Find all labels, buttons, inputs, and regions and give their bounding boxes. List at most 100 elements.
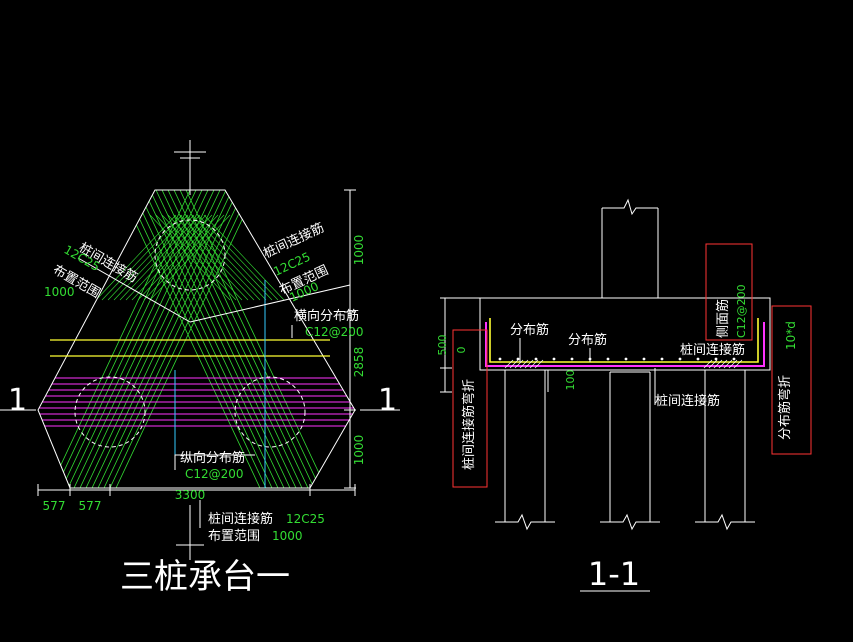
dim-top: 1000: [352, 235, 366, 266]
plan-title: 三桩承台一: [120, 557, 290, 597]
hatch-line: [713, 359, 723, 369]
rebar-dot: [678, 357, 682, 361]
hatch-line: [179, 214, 261, 301]
rebar-dot: [696, 357, 700, 361]
rebar-dot: [516, 357, 520, 361]
tie-bar-line: [49, 190, 191, 488]
tie-bar-line: [119, 190, 261, 488]
dim-left-a: 577: [43, 499, 66, 513]
dist-label-1: 分布筋: [510, 322, 549, 338]
tie-bar-line: [67, 190, 209, 488]
leader-long: [174, 454, 255, 470]
section-dots: [498, 357, 736, 361]
dist-label-2: 分布筋: [568, 332, 607, 348]
hatch-line: [703, 359, 713, 369]
long-name: 纵向分布筋: [180, 450, 245, 466]
tie-bar-line: [125, 190, 267, 488]
dim-zero: 0: [455, 347, 468, 354]
plan-view: 1 1 桩间连接筋 12C25 布置范围 1000 桩间连接筋 12C25 布置…: [0, 140, 400, 597]
hatch-line: [131, 214, 213, 301]
tie-bar-line: [61, 190, 203, 488]
tie-bar-line: [143, 190, 285, 488]
pile-left: [74, 376, 146, 448]
hatch-line: [167, 214, 249, 301]
dim-height: 500: [436, 335, 449, 356]
section-marker-left: 1: [8, 383, 27, 418]
hatch-line: [728, 359, 738, 369]
column-break: [602, 198, 658, 216]
tie-bar-line: [73, 190, 215, 488]
bend-left-label: 桩间连接筋弯折: [461, 379, 477, 470]
section-marker-right: 1: [378, 383, 397, 418]
dim-width: 3300: [175, 488, 206, 502]
tie-bottom-range-val: 1000: [272, 529, 303, 543]
hatch-line: [534, 359, 544, 369]
tie-bar-line: [161, 190, 303, 488]
hatch-line: [161, 214, 243, 301]
hatch-line: [203, 214, 285, 301]
pile-top: [154, 219, 226, 291]
rebar-dot: [606, 357, 610, 361]
hatch-line: [137, 214, 219, 301]
horiz-name: 横向分布筋: [294, 308, 359, 324]
tie-bar-line: [91, 190, 233, 488]
leader-tie-right: [189, 284, 351, 323]
tie-bar-line: [155, 190, 297, 488]
pile-right: [234, 376, 306, 448]
bend-right-label: 分布筋弯折: [777, 375, 793, 440]
rebar-dot: [534, 357, 538, 361]
hatch-line: [708, 359, 718, 369]
dim-middle: 2858: [352, 347, 366, 378]
hatch-line: [718, 359, 728, 369]
rebar-dot: [552, 357, 556, 361]
rebar-dot: [732, 357, 736, 361]
hatch-line: [733, 359, 743, 369]
rebar-dot: [714, 357, 718, 361]
leader-tie-left: [77, 257, 191, 323]
section-view: 500 0 100 分布筋 分布筋 桩间连接筋 桩间连接筋 侧面筋 C12@20…: [436, 198, 812, 593]
tie-bar-line: [167, 190, 309, 488]
dim-100: 100: [564, 370, 577, 391]
hatch-line: [119, 214, 201, 301]
side-bar-name: 侧面筋: [715, 299, 731, 338]
rebar-dot: [498, 357, 502, 361]
hatch-line: [514, 359, 524, 369]
cap-section: [479, 297, 771, 371]
tie-bottom-range: 布置范围: [208, 529, 260, 544]
hatch-line: [509, 359, 519, 369]
tie-bar-line: [79, 190, 221, 488]
tie-top-label: 桩间连接筋: [680, 342, 745, 358]
red-box-right: [771, 305, 812, 455]
tie-bar-line: [97, 190, 239, 488]
rebar-dot: [642, 357, 646, 361]
rebar-dot: [660, 357, 664, 361]
rebar-dot: [570, 357, 574, 361]
hatch-line: [155, 214, 237, 301]
magenta-tie-bar: [485, 322, 765, 367]
dim-left-b: 577: [79, 499, 102, 513]
yellow-distribution-bar: [489, 318, 759, 363]
hatch-line: [107, 214, 189, 301]
hatch-line: [185, 214, 267, 301]
hatch-line: [519, 359, 529, 369]
red-box-left: [452, 329, 488, 488]
section-hatch: [504, 359, 743, 369]
bend-right-val: 10*d: [784, 321, 798, 350]
red-box-side: [705, 243, 753, 341]
hatch-line: [191, 214, 273, 301]
dim-bottom: 1000: [352, 435, 366, 466]
tie-bar-line: [131, 190, 273, 488]
tie-bar-line: [137, 190, 279, 488]
hatch-line: [723, 359, 733, 369]
hatch-line: [529, 359, 539, 369]
rebar-dot: [624, 357, 628, 361]
section-piles: [495, 370, 755, 531]
tie-left-range-val: 1000: [44, 285, 75, 299]
horizontal-magenta-bars: [38, 377, 355, 427]
tie-bottom-spec: 12C25: [286, 512, 325, 526]
hatch-line: [95, 214, 177, 301]
tie-bottom-label: 桩间连接筋: [655, 393, 720, 409]
tie-bar-line: [149, 190, 291, 488]
tie-bar-line: [103, 190, 245, 488]
